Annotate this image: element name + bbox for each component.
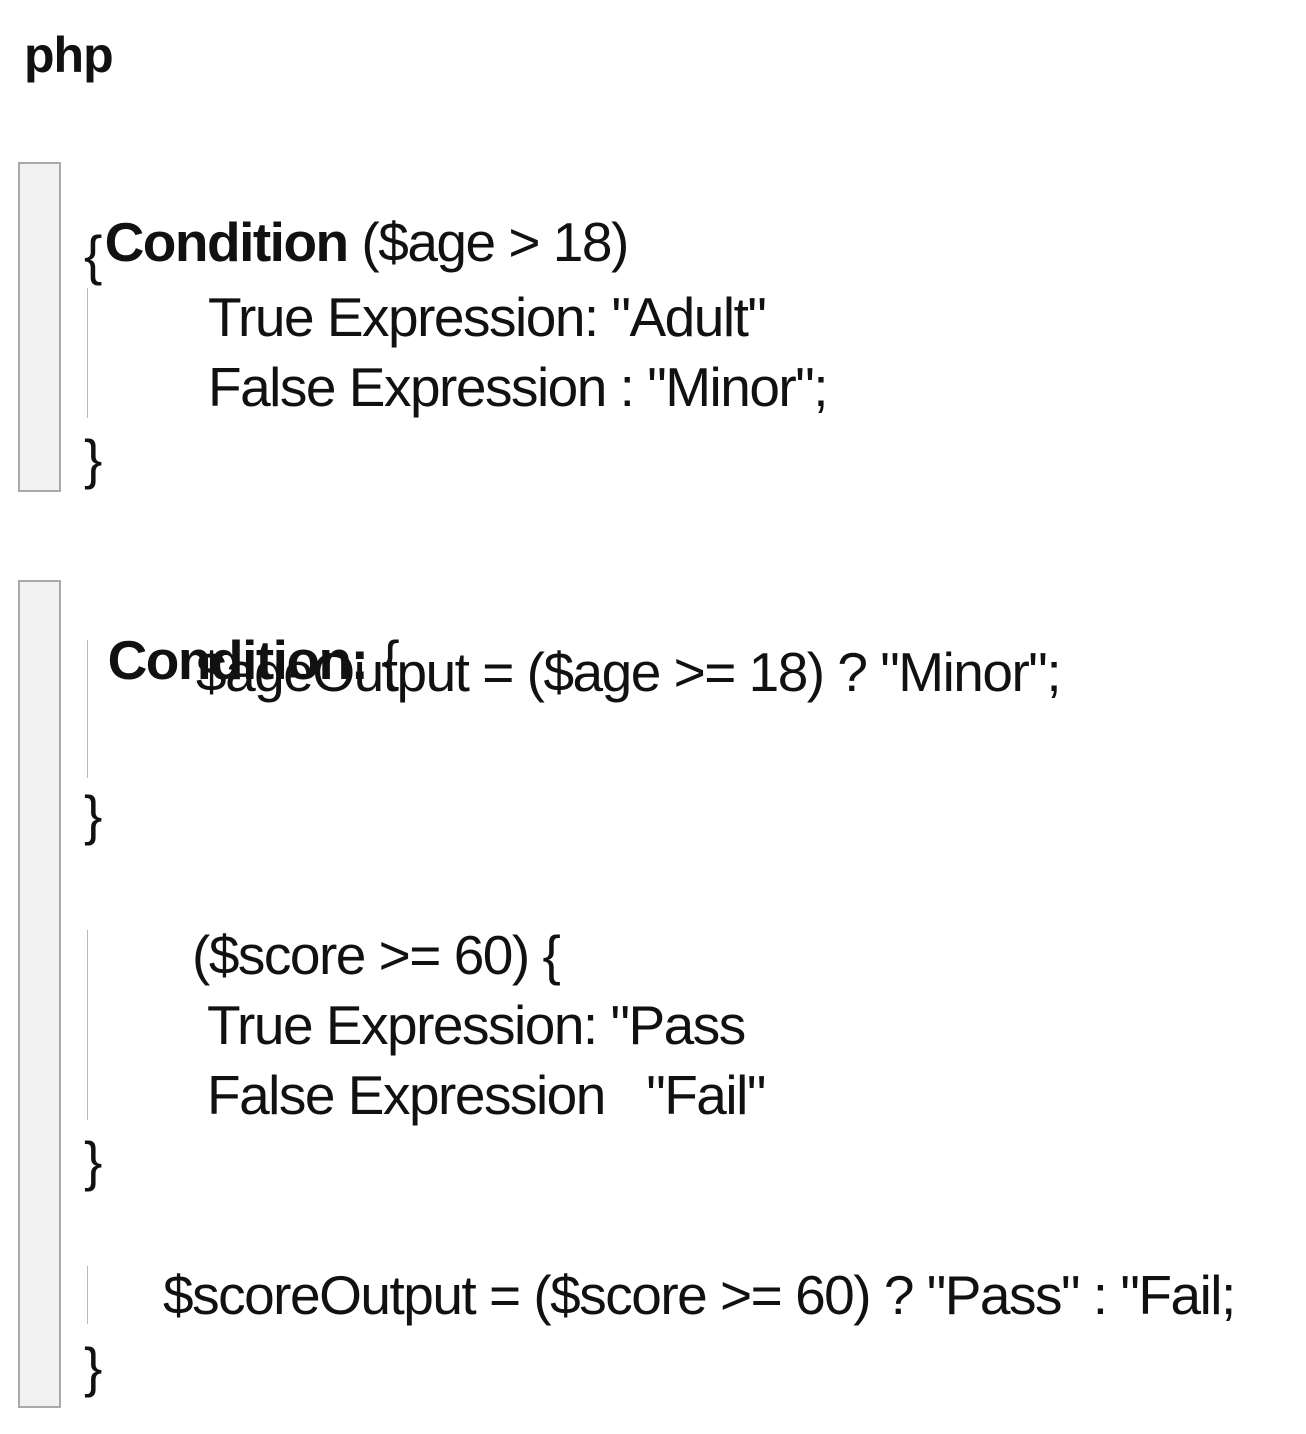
- code-gutter-2: [18, 580, 61, 1408]
- block2-header: Condition: {: [80, 578, 400, 691]
- indent-guide-4: [87, 1266, 88, 1324]
- condition-keyword: Condition: [104, 211, 350, 273]
- language-label: php: [24, 27, 114, 83]
- indent-guide-3: [87, 930, 88, 1120]
- block4-close-brace: }: [84, 1336, 103, 1398]
- block2-open-brace: {: [367, 629, 399, 691]
- block1-open-brace: {: [84, 224, 103, 286]
- block2-close-brace: }: [84, 784, 103, 846]
- block1-false-expression: False Expression : "Minor";: [208, 356, 829, 418]
- block1-true-expression: True Expression: "Adult": [208, 286, 767, 348]
- condition-keyword-2: Condition:: [107, 629, 369, 691]
- code-gutter-1: [18, 162, 61, 492]
- condition-expression: ($age > 18): [347, 211, 629, 273]
- block3-true-expression: True Expression: "Pass: [207, 994, 746, 1056]
- block1-header: Condition ($age > 18): [77, 160, 630, 273]
- block3-false-expression: False Expression "Fail": [207, 1064, 766, 1126]
- block1-close-brace: }: [84, 428, 103, 490]
- indent-guide-2: [87, 640, 88, 778]
- block3-close-brace: }: [84, 1130, 103, 1192]
- indent-guide-1: [87, 288, 88, 418]
- score-output-assignment: $scoreOutput = ($score >= 60) ? "Pass" :…: [163, 1264, 1236, 1326]
- age-output-assignment: $ageOutput = ($age >= 18) ? "Minor";: [196, 641, 1062, 703]
- score-condition-header: ($score >= 60) {: [192, 924, 561, 986]
